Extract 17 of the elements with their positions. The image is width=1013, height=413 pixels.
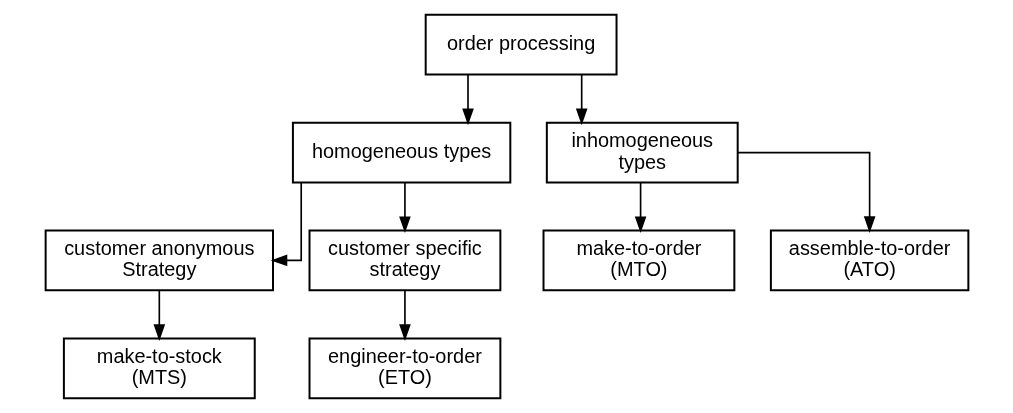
node-box: assemble-to-order (ATO) [769,229,969,292]
arrow [575,73,587,126]
node-box: order processing [424,13,618,76]
arrow [398,181,411,234]
arrow [270,181,302,267]
node-box: homogeneous types [291,121,511,184]
node-box: customer anonymous Strategy [44,229,274,292]
arrow [634,181,646,234]
node-box: make-to-stock (MTS) [62,337,256,400]
arrow [461,73,474,126]
arrow [153,289,165,341]
node-box: inhomogeneous types [545,121,739,184]
arrow [736,151,875,233]
node-box: engineer-to-order (ETO) [308,337,501,400]
node-box: make-to-order (MTO) [542,229,735,292]
arrow [398,289,411,341]
node-box: customer specific strategy [308,229,501,292]
